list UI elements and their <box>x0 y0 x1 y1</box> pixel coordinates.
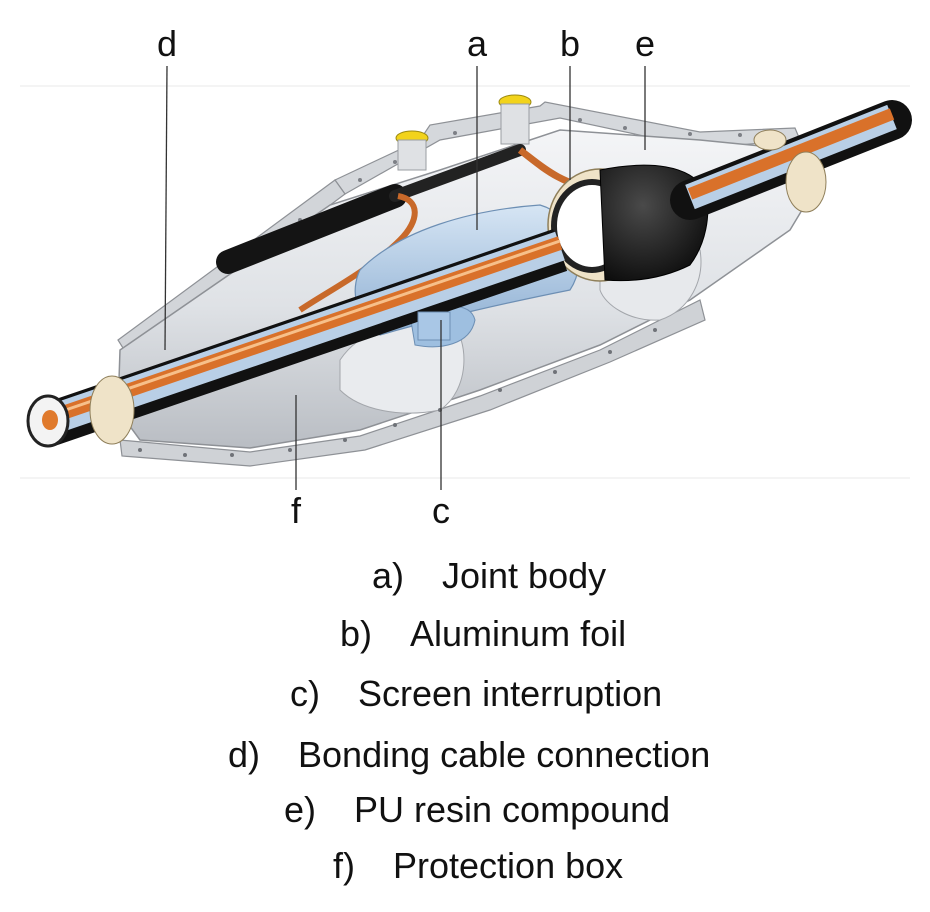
callout-e: e <box>634 23 656 64</box>
legend-row-a: a) Joint body <box>372 556 606 596</box>
legend-row-d: d) Bonding cable connection <box>228 735 710 775</box>
legend-key: e) <box>284 789 317 830</box>
screen-interruption <box>417 311 451 341</box>
leader-line-d <box>164 65 168 351</box>
callout-a: a <box>466 23 488 64</box>
legend-text: Protection box <box>393 845 624 886</box>
legend-key: d) <box>228 734 261 775</box>
main-cable-right <box>670 100 912 220</box>
callout-c: c <box>432 490 450 531</box>
legend-key: c) <box>290 673 320 714</box>
cable-joint-illustration <box>20 65 912 490</box>
callout-b: b <box>559 23 581 64</box>
legend-row-e: e) PU resin compound <box>284 790 670 830</box>
legend-key: a) <box>372 555 405 596</box>
leader-lines <box>164 65 646 490</box>
rivets-front <box>138 328 657 457</box>
legend-row-f: f) Protection box <box>333 846 623 886</box>
stress-cone <box>547 164 709 282</box>
legend-key: b) <box>340 613 373 654</box>
legend-text: Joint body <box>442 555 607 596</box>
callout-f: f <box>290 490 301 531</box>
legend-text: Bonding cable connection <box>298 734 711 775</box>
legend-text: Screen interruption <box>358 673 663 714</box>
end-sleeves <box>89 129 827 445</box>
callout-d: d <box>156 23 178 64</box>
legend-row-b: b) Aluminum foil <box>340 614 626 654</box>
legend-row-c: c) Screen interruption <box>290 674 662 714</box>
legend-text: PU resin compound <box>354 789 671 830</box>
legend-key: f) <box>333 845 355 886</box>
legend-text: Aluminum foil <box>410 613 627 654</box>
vent-caps <box>395 94 532 171</box>
